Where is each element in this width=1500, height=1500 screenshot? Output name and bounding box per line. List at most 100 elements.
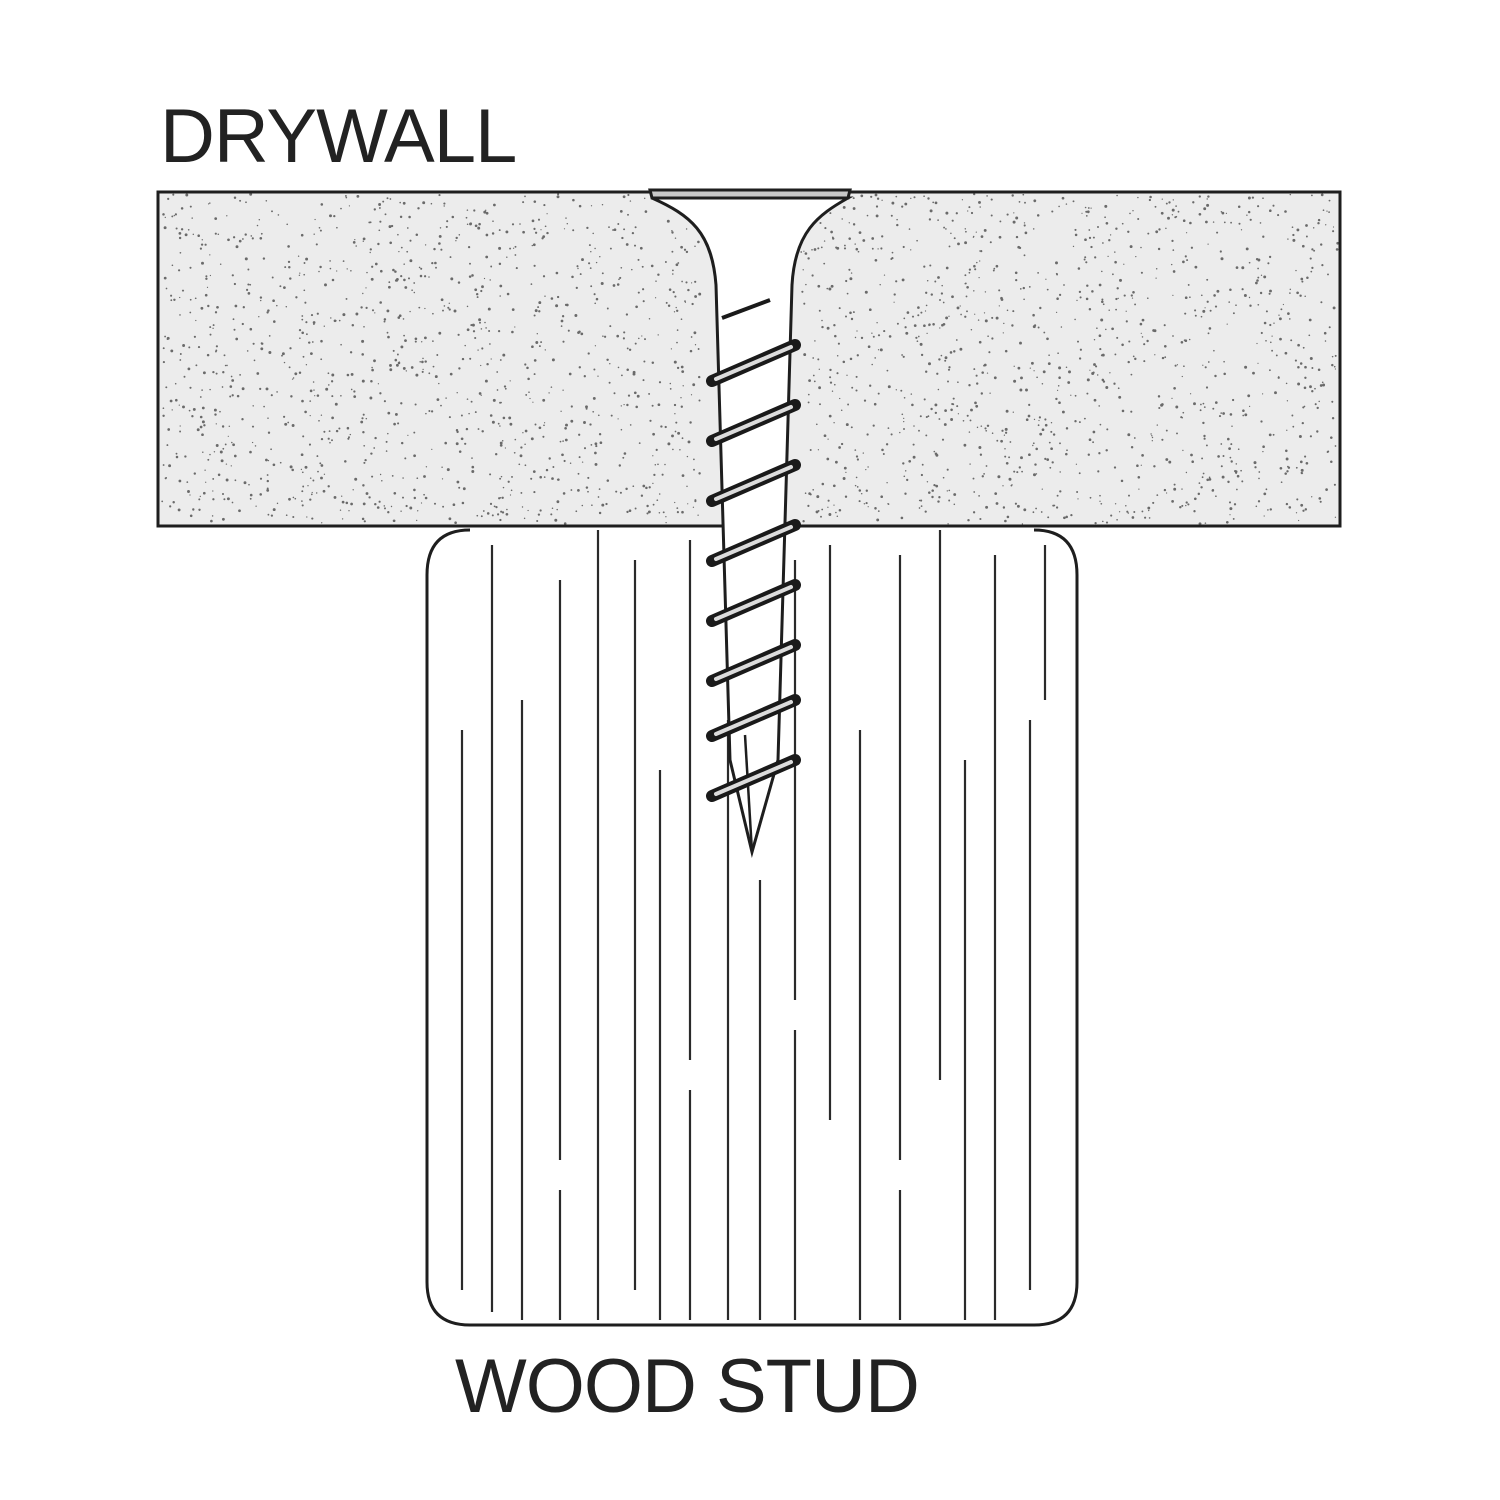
drywall-speck	[972, 511, 976, 514]
drywall-speck	[273, 320, 276, 323]
drywall-speck	[1095, 365, 1098, 368]
drywall-speck	[955, 339, 958, 341]
drywall-speck	[1257, 276, 1260, 279]
drywall-speck	[492, 220, 494, 222]
drywall-speck	[848, 222, 850, 224]
drywall-speck	[923, 324, 926, 328]
drywall-speck	[1171, 500, 1174, 503]
drywall-speck	[1265, 339, 1267, 342]
drywall-speck	[1034, 463, 1037, 466]
drywall-speck	[595, 261, 598, 264]
drywall-speck	[562, 389, 564, 391]
drywall-speck	[497, 513, 500, 516]
drywall-speck	[387, 511, 390, 514]
drywall-speck	[244, 233, 247, 236]
drywall-speck	[424, 336, 427, 340]
drywall-speck	[642, 288, 645, 291]
drywall-speck	[548, 392, 550, 394]
drywall-speck	[619, 491, 622, 494]
drywall-speck	[1141, 510, 1144, 513]
drywall-speck	[1310, 270, 1313, 273]
drywall-speck	[652, 455, 654, 457]
drywall-speck	[942, 301, 945, 304]
drywall-speck	[656, 499, 659, 502]
drywall-speck	[919, 342, 923, 346]
drywall-speck	[594, 345, 597, 347]
drywall-speck	[499, 518, 502, 522]
drywall-speck	[1041, 488, 1043, 490]
drywall-speck	[986, 424, 990, 428]
drywall-speck	[829, 381, 833, 384]
drywall-speck	[852, 311, 855, 314]
drywall-speck	[406, 250, 409, 253]
drywall-speck	[364, 458, 367, 462]
drywall-speck	[400, 510, 402, 512]
drywall-speck	[1005, 461, 1009, 465]
drywall-speck	[627, 394, 631, 397]
drywall-speck	[271, 276, 274, 279]
drywall-speck	[887, 385, 891, 389]
drywall-speck	[162, 361, 165, 364]
drywall-speck	[985, 429, 988, 432]
drywall-speck	[669, 382, 672, 385]
drywall-speck	[499, 284, 503, 288]
drywall-speck	[591, 504, 593, 506]
drywall-speck	[637, 258, 640, 261]
drywall-speck	[390, 224, 394, 228]
drywall-speck	[179, 314, 181, 316]
drywall-speck	[1129, 245, 1133, 249]
drywall-speck	[641, 335, 643, 337]
drywall-speck	[880, 495, 884, 499]
drywall-speck	[676, 507, 679, 509]
drywall-speck	[625, 243, 629, 246]
drywall-speck	[653, 473, 656, 477]
drywall-speck	[349, 433, 352, 436]
drywall-speck	[693, 468, 695, 471]
drywall-speck	[868, 308, 872, 312]
drywall-speck	[214, 232, 217, 235]
drywall-speck	[856, 330, 858, 332]
drywall-speck	[617, 366, 620, 369]
drywall-speck	[1193, 402, 1196, 406]
drywall-speck	[389, 368, 393, 372]
drywall-speck	[1087, 207, 1090, 209]
drywall-speck	[989, 241, 992, 244]
drywall-speck	[533, 200, 537, 203]
drywall-speck	[1099, 500, 1101, 502]
drywall-speck	[232, 318, 235, 321]
drywall-speck	[423, 275, 427, 278]
drywall-speck	[316, 455, 319, 458]
drywall-speck	[388, 281, 391, 284]
drywall-speck	[973, 368, 976, 371]
drywall-speck	[819, 221, 822, 225]
drywall-speck	[289, 347, 292, 350]
drywall-speck	[320, 476, 323, 480]
drywall-speck	[1286, 429, 1288, 431]
drywall-speck	[642, 300, 645, 303]
drywall-speck	[260, 299, 262, 302]
drywall-speck	[1044, 457, 1047, 460]
drywall-speck	[499, 359, 502, 361]
drywall-speck	[1309, 385, 1312, 389]
drywall-speck	[818, 368, 820, 370]
drywall-speck	[901, 413, 904, 416]
drywall-speck	[917, 306, 920, 309]
drywall-speck	[1139, 322, 1143, 326]
drywall-speck	[1269, 289, 1272, 293]
drywall-speck	[1180, 340, 1184, 344]
drywall-speck	[1328, 211, 1330, 213]
drywall-speck	[623, 452, 627, 455]
drywall-speck	[198, 508, 201, 511]
drywall-speck	[1199, 409, 1202, 412]
drywall-speck	[626, 510, 629, 514]
drywall-speck	[1172, 199, 1174, 201]
drywall-speck	[531, 244, 534, 247]
drywall-speck	[983, 312, 986, 314]
drywall-speck	[1318, 400, 1320, 403]
drywall-speck	[1102, 242, 1104, 244]
drywall-speck	[490, 265, 493, 268]
drywall-speck	[1165, 202, 1168, 205]
drywall-speck	[312, 479, 315, 482]
drywall-speck	[953, 237, 956, 240]
drywall-speck	[597, 496, 600, 498]
